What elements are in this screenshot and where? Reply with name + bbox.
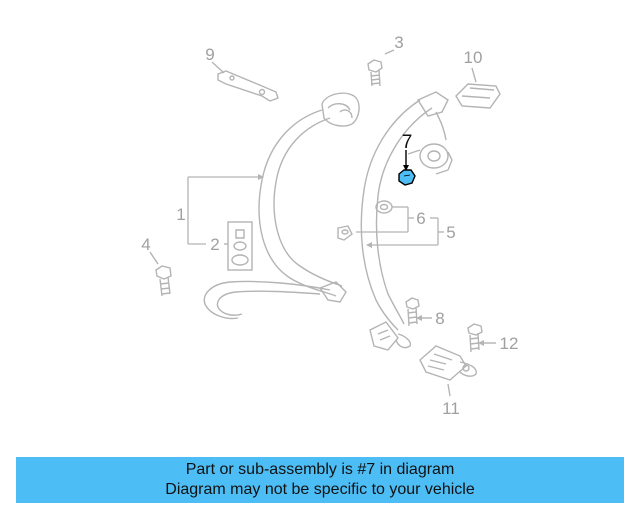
callout-8: 8	[435, 309, 444, 328]
callout-10: 10	[464, 48, 483, 67]
callout-7: 7	[402, 132, 413, 153]
callout-11: 11	[442, 399, 460, 418]
callout-1: 1	[176, 205, 185, 224]
callout-3: 3	[394, 33, 403, 52]
callout-2: 2	[210, 235, 219, 254]
callout-12: 12	[500, 334, 519, 353]
part-8-bolt	[405, 297, 432, 327]
seat-belt-parts-diagram: 9 3 10 1 2 4 6 5 7 8 12 11	[141, 33, 519, 418]
part-5-belt-assembly	[360, 91, 453, 351]
callout-6: 6	[416, 209, 425, 228]
part-1-callout-bracket	[187, 174, 264, 245]
part-12-bolt	[467, 323, 496, 353]
callout-5: 5	[446, 223, 455, 242]
banner-line-2: Diagram may not be specific to your vehi…	[165, 481, 475, 498]
info-banner: Part or sub-assembly is #7 in diagram Di…	[16, 457, 624, 503]
part-9-anchor-plate	[211, 61, 279, 102]
part-6-washers	[337, 200, 393, 241]
banner-line-1: Part or sub-assembly is #7 in diagram	[185, 461, 455, 478]
part-11-buckle	[419, 345, 477, 397]
part-5-6-callout-brackets	[356, 206, 444, 248]
part-3-bolt	[367, 49, 395, 87]
part-10-cover	[455, 67, 501, 109]
callout-4: 4	[141, 235, 150, 254]
part-1-belt-assembly	[203, 92, 360, 320]
callout-9: 9	[205, 45, 214, 64]
part-7-nut	[398, 150, 416, 186]
part-4-bolt	[149, 251, 172, 297]
part-2-stopper	[224, 221, 253, 271]
